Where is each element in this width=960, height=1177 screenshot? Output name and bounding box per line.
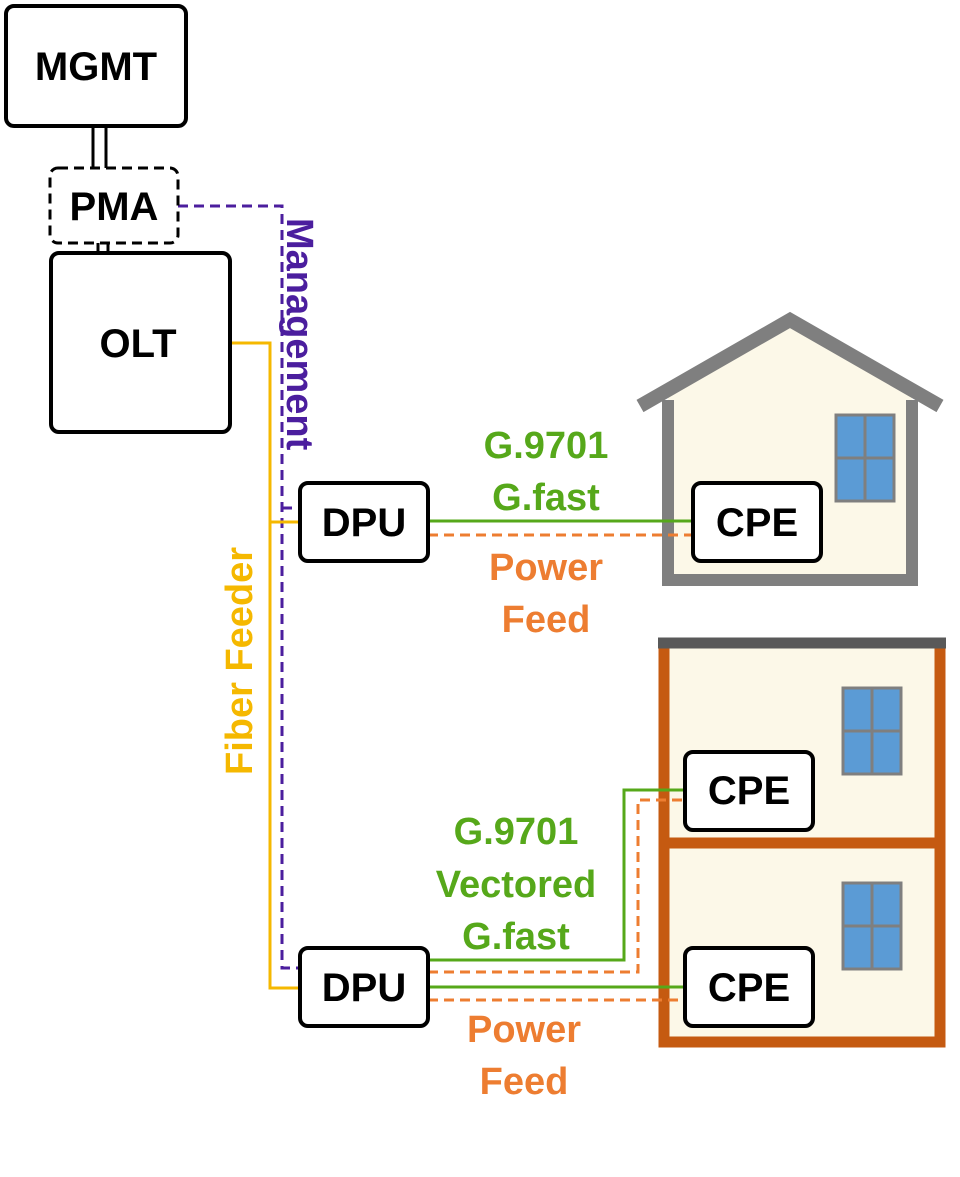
- olt-label: OLT: [99, 322, 176, 366]
- dpu-bottom-box: DPU: [298, 946, 430, 1028]
- house-walls: [662, 400, 918, 586]
- house-roof: [636, 311, 944, 413]
- cpe-house-label: CPE: [716, 501, 798, 545]
- fiber-feeder-label: Fiber Feeder: [219, 547, 261, 775]
- bottom-link-label-line2: Vectored: [436, 864, 597, 906]
- management-label: Management: [278, 218, 320, 451]
- top-power-label-line1: Power: [489, 547, 603, 589]
- dpu-top-label: DPU: [322, 501, 406, 545]
- mgmt-box: MGMT: [4, 4, 188, 128]
- olt-box: OLT: [49, 251, 232, 434]
- cpe-lower-label: CPE: [708, 966, 790, 1010]
- dpu-bottom-label: DPU: [322, 966, 406, 1010]
- cpe-lower-box: CPE: [683, 946, 815, 1028]
- cpe-upper-box: CPE: [683, 750, 815, 832]
- cpe-house-box: CPE: [691, 481, 823, 563]
- pma-box: PMA: [48, 166, 180, 245]
- fiber-feeder-line: [230, 341, 300, 990]
- bottom-link-label-line3: G.fast: [462, 916, 570, 958]
- dpu-top-box: DPU: [298, 481, 430, 563]
- top-link-label-line1: G.9701: [484, 425, 609, 467]
- bottom-link-label-line1: G.9701: [454, 811, 579, 853]
- cpe-upper-label: CPE: [708, 769, 790, 813]
- house-window: [834, 413, 896, 503]
- pma-label: PMA: [70, 185, 159, 229]
- bottom-gfast-line-upper: [428, 788, 685, 962]
- management-line: [178, 204, 300, 970]
- building-window-upper: [841, 686, 903, 776]
- mgmt-label: MGMT: [35, 45, 157, 89]
- top-power-label-line2: Feed: [502, 599, 591, 641]
- bottom-power-label-line2: Feed: [480, 1061, 569, 1103]
- bottom-power-label-line1: Power: [467, 1009, 581, 1051]
- top-link-label-line2: G.fast: [492, 477, 600, 519]
- mgmt-pma-link: [91, 127, 108, 168]
- building-window-lower: [841, 881, 903, 971]
- bottom-power-line-upper: [428, 798, 685, 974]
